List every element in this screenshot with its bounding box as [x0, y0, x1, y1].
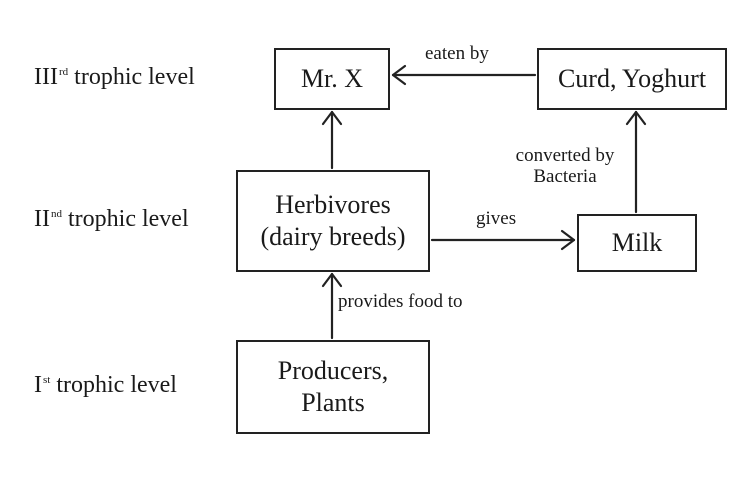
producers-line2: Plants	[301, 388, 365, 417]
level-text: trophic level	[67, 206, 189, 232]
level-suffix: rd	[58, 66, 69, 78]
milk-to-curd-arrow	[625, 110, 647, 214]
mr-x-box: Mr. X	[274, 48, 390, 110]
level-suffix: nd	[50, 208, 62, 220]
producers-line1: Producers,	[277, 355, 389, 385]
herbivores-to-mr-x-arrow	[321, 110, 343, 170]
milk-text: Milk	[611, 227, 663, 257]
mr-x-text: Mr. X	[300, 63, 364, 93]
converted-line2: Bacteria	[533, 165, 597, 187]
level-text: trophic level	[56, 372, 177, 398]
level-numeral: II	[34, 206, 50, 232]
eaten-by-label: eaten by	[425, 43, 489, 64]
first-trophic-level-label: Ist trophic level	[34, 372, 177, 399]
curd-yoghurt-box: Curd, Yoghurt	[537, 48, 727, 110]
third-trophic-level-label: IIIrd trophic level	[34, 64, 195, 91]
gives-label: gives	[476, 208, 517, 229]
producers-box: Producers, Plants	[236, 340, 430, 434]
converted-by-bacteria-label: converted by Bacteria	[500, 145, 630, 188]
milk-box: Milk	[577, 214, 697, 272]
second-trophic-level-label: IInd trophic level	[34, 206, 189, 233]
provides-food-label: provides food to	[338, 291, 463, 312]
herbivores-line1: Herbivores	[275, 189, 391, 219]
curd-yoghurt-text: Curd, Yoghurt	[557, 63, 707, 93]
provides-food-arrow	[321, 272, 343, 340]
gives-arrow	[430, 229, 576, 251]
level-suffix: st	[43, 374, 51, 386]
level-numeral: I	[34, 372, 42, 398]
herbivores-box: Herbivores (dairy breeds)	[236, 170, 430, 272]
herbivores-line2: (dairy breeds)	[260, 222, 406, 251]
converted-line1: converted by	[515, 145, 615, 166]
level-numeral: III	[34, 64, 58, 90]
level-text: trophic level	[74, 64, 195, 90]
eaten-by-arrow	[391, 64, 537, 86]
